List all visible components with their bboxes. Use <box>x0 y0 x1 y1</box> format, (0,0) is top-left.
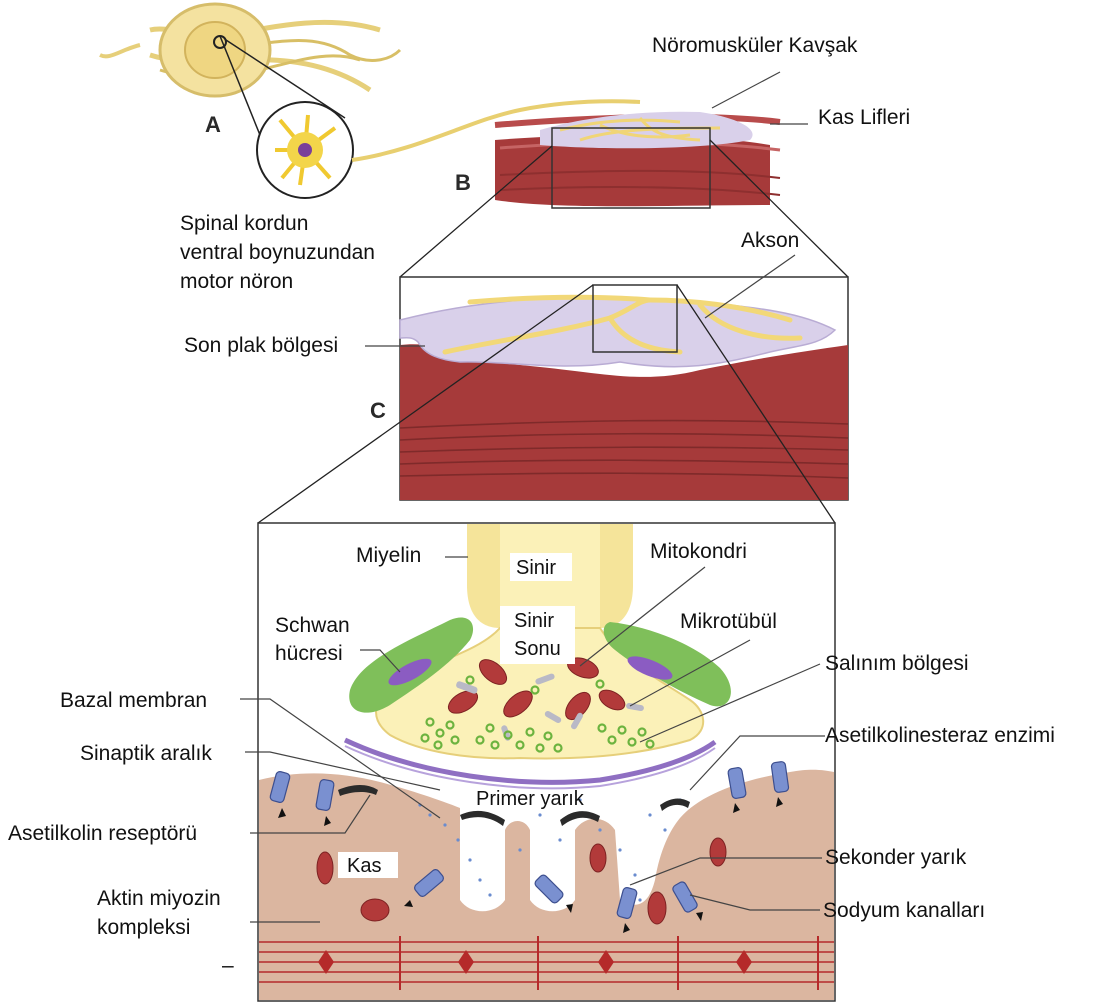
label-actin-myosin-line1: Aktin miyozin <box>97 887 221 910</box>
label-schwann-line1: Schwan <box>275 614 350 637</box>
end-plate-panel <box>400 277 848 500</box>
label-motor-neuron-line3: motor nöron <box>180 270 293 293</box>
panel-label-c: C <box>370 398 386 423</box>
label-schwann-line2: hücresi <box>275 642 343 665</box>
label-nerve-terminal-line2: Sonu <box>514 638 561 660</box>
label-mitochondria: Mitokondri <box>650 540 747 563</box>
label-primary-cleft: Primer yarık <box>476 788 585 810</box>
label-muscle: Kas <box>347 855 381 877</box>
label-minus: – <box>222 954 234 977</box>
label-acetylcholinesterase: Asetilkolinesteraz enzimi <box>825 724 1055 747</box>
motor-neuron-circle <box>257 102 353 198</box>
zoom-line <box>710 140 848 277</box>
zoom-line <box>400 146 552 277</box>
label-sodium-channels: Sodyum kanalları <box>823 899 985 922</box>
spinal-cord-illustration <box>100 4 400 96</box>
label-nerve-terminal-line1: Sinir <box>514 610 554 632</box>
label-motor-neuron-line2: ventral boynuzundan <box>180 241 375 264</box>
label-release-site: Salınım bölgesi <box>825 652 969 675</box>
label-microtubule: Mikrotübül <box>680 610 777 633</box>
label-motor-neuron-line1: Spinal kordun <box>180 212 308 235</box>
label-axon: Akson <box>741 229 799 252</box>
synapse-detail-panel <box>258 523 835 1001</box>
label-myelin: Miyelin <box>356 544 421 567</box>
label-muscle-fibers: Kas Lifleri <box>818 106 910 129</box>
label-synaptic-cleft: Sinaptik aralık <box>80 742 212 765</box>
label-ach-receptor: Asetilkolin reseptörü <box>8 822 197 845</box>
leader-line <box>712 72 780 108</box>
label-nerve: Sinir <box>516 557 556 579</box>
label-end-plate: Son plak bölgesi <box>184 334 338 357</box>
panel-label-a: A <box>205 112 221 137</box>
label-secondary-cleft: Sekonder yarık <box>825 846 967 869</box>
panel-label-b: B <box>455 170 471 195</box>
label-basal-membrane: Bazal membran <box>60 689 207 712</box>
label-actin-myosin-line2: kompleksi <box>97 916 190 939</box>
label-neuromuscular-junction: Nöromusküler Kavşak <box>652 34 858 57</box>
